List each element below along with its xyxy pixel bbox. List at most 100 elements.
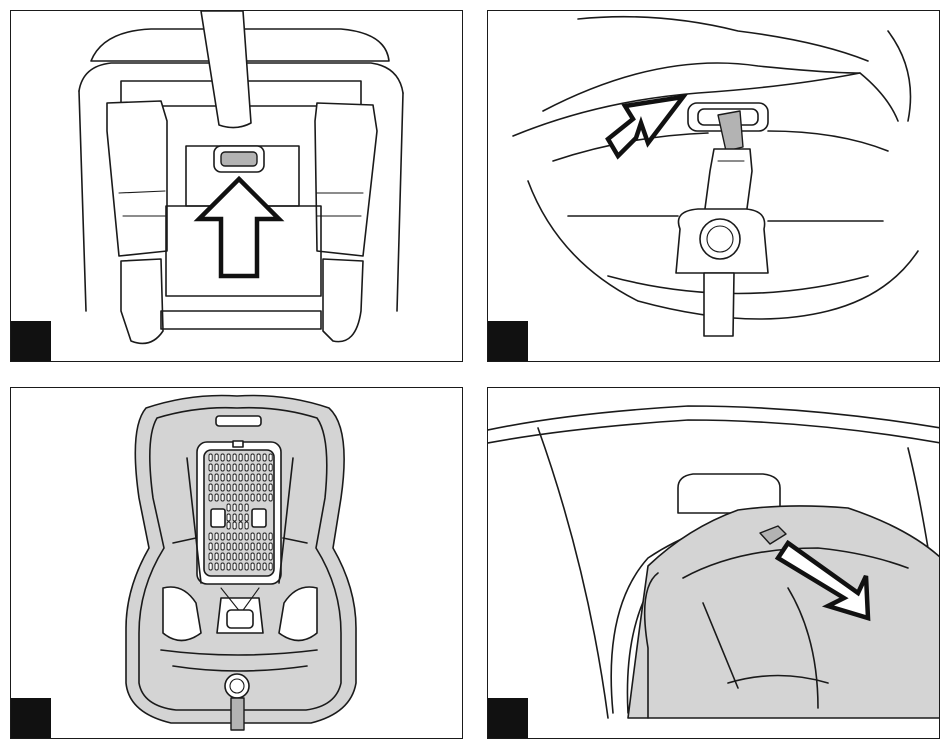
vent-hole: [263, 464, 266, 471]
seat-in-vehicle-illustration: [488, 388, 940, 739]
up-arrow-icon: [199, 179, 279, 276]
vent-hole: [227, 553, 230, 560]
vent-hole: [251, 553, 254, 560]
left-foot: [121, 259, 163, 343]
crotch-strap: [704, 273, 734, 336]
vent-hole: [269, 494, 272, 501]
vent-hole: [257, 474, 260, 481]
vent-hole: [257, 553, 260, 560]
vent-hole: [239, 504, 242, 511]
buckle-stem: [704, 149, 752, 216]
panel-step-2: [487, 10, 940, 362]
vent-hole: [233, 553, 236, 560]
right-wing: [315, 103, 377, 256]
vent-hole: [233, 533, 236, 540]
buckle-slot-illustration: [488, 11, 940, 362]
vent-hole: [215, 464, 218, 471]
vent-hole: [263, 563, 266, 570]
seat-headrest-line: [578, 17, 868, 61]
vent-hole: [227, 533, 230, 540]
vent-hole: [245, 563, 248, 570]
vent-hole: [269, 454, 272, 461]
vent-hole: [269, 474, 272, 481]
vent-hole: [257, 454, 260, 461]
vent-hole: [239, 543, 242, 550]
vent-hole: [233, 543, 236, 550]
step-badge: [11, 698, 51, 738]
vent-hole: [209, 543, 212, 550]
vent-hole: [245, 504, 248, 511]
vent-hole: [257, 533, 260, 540]
tongue-plate: [718, 111, 743, 151]
vent-hole: [221, 484, 224, 491]
vent-hole: [269, 484, 272, 491]
vent-hole: [251, 533, 254, 540]
vent-hole: [269, 464, 272, 471]
vent-hole: [215, 553, 218, 560]
panel-step-4: [487, 387, 940, 739]
vent-hole: [221, 543, 224, 550]
car-seat-front-illustration: [11, 388, 463, 739]
vent-hole: [233, 464, 236, 471]
vent-hole: [227, 504, 230, 511]
vent-hole: [209, 494, 212, 501]
vent-hole: [227, 484, 230, 491]
vent-hole: [227, 563, 230, 570]
vent-hole: [233, 454, 236, 461]
vent-hole: [257, 494, 260, 501]
vent-hole: [245, 474, 248, 481]
adjuster-strap: [231, 698, 244, 730]
vent-hole: [233, 522, 236, 529]
vent-hole: [257, 543, 260, 550]
vehicle-pillar: [538, 428, 608, 718]
vent-hole: [227, 464, 230, 471]
top-strap: [201, 11, 251, 128]
base-bar: [161, 311, 321, 329]
vent-hole: [215, 454, 218, 461]
vent-hole: [245, 494, 248, 501]
vent-hole: [269, 553, 272, 560]
vent-hole: [227, 514, 230, 521]
diagonal-arrow-icon: [608, 97, 683, 156]
vent-hole: [263, 533, 266, 540]
vent-hole: [233, 514, 236, 521]
vent-hole: [221, 494, 224, 501]
vent-hole: [215, 563, 218, 570]
vent-hole: [233, 484, 236, 491]
vent-hole: [245, 522, 248, 529]
vent-hole: [263, 454, 266, 461]
vent-hole: [221, 563, 224, 570]
vent-hole: [263, 474, 266, 481]
vent-hole: [239, 474, 242, 481]
vent-hole: [215, 533, 218, 540]
adjuster-button: [225, 674, 249, 698]
vent-hole: [263, 494, 266, 501]
child-seat-shell: [628, 506, 940, 718]
left-wing: [107, 101, 167, 256]
vent-hole: [245, 553, 248, 560]
vent-hole: [239, 494, 242, 501]
vent-hole: [245, 484, 248, 491]
vent-hole: [233, 563, 236, 570]
vent-hole: [257, 484, 260, 491]
vehicle-roof-line: [488, 406, 940, 430]
vent-hole: [251, 484, 254, 491]
vent-hole: [227, 522, 230, 529]
vent-hole: [251, 464, 254, 471]
back-pad-clip: [233, 441, 243, 447]
vent-hole: [221, 464, 224, 471]
vent-hole: [257, 563, 260, 570]
left-shoulder-clip: [211, 509, 225, 527]
vent-hole: [239, 514, 242, 521]
vent-hole: [215, 494, 218, 501]
vent-hole: [269, 543, 272, 550]
vent-hole: [251, 494, 254, 501]
vent-hole: [251, 563, 254, 570]
vent-hole: [215, 543, 218, 550]
vent-hole: [251, 543, 254, 550]
vent-hole: [251, 454, 254, 461]
vent-hole: [263, 543, 266, 550]
right-foot: [323, 259, 363, 342]
panel-step-3: [10, 387, 463, 739]
vent-hole: [209, 464, 212, 471]
